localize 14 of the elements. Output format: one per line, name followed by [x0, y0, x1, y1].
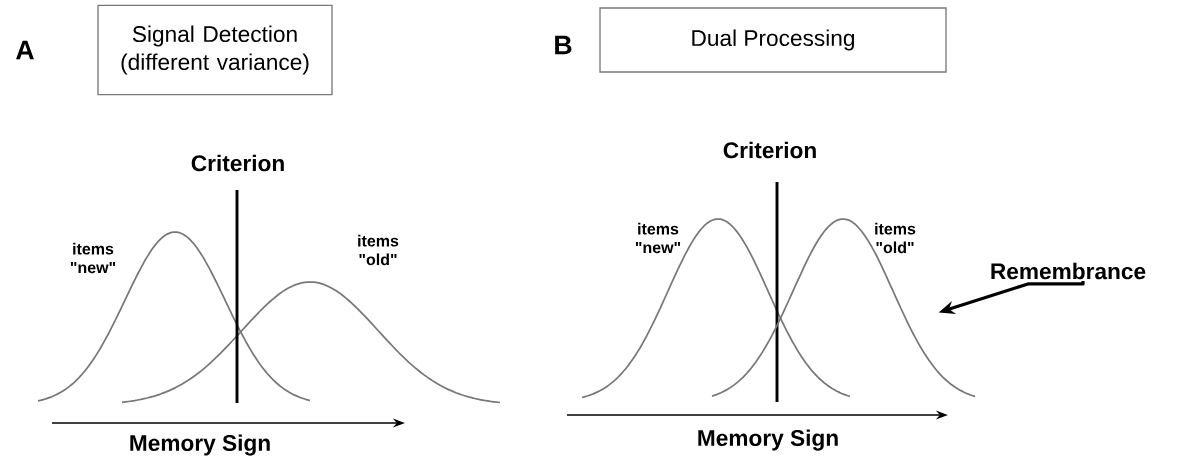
curve-label: items "new" [70, 242, 116, 274]
annotation-text: Remembrance [991, 262, 1146, 280]
axis-label: Memory Sign [130, 434, 270, 456]
curve-label: items "new" [635, 222, 681, 254]
curve-label: items "old" [875, 222, 916, 254]
title-box: Dual Processing [599, 7, 947, 73]
title-box: Signal Detection (different variance) [97, 4, 333, 96]
distribution-curve [711, 218, 976, 398]
panel-letter: A [16, 40, 34, 60]
panel-letter: B [555, 35, 572, 55]
axis-label: Criterion [191, 154, 284, 172]
axis-label: Memory Sign [698, 429, 838, 451]
curve-label: items "old" [358, 234, 399, 266]
axis-label: Criterion [723, 141, 816, 159]
